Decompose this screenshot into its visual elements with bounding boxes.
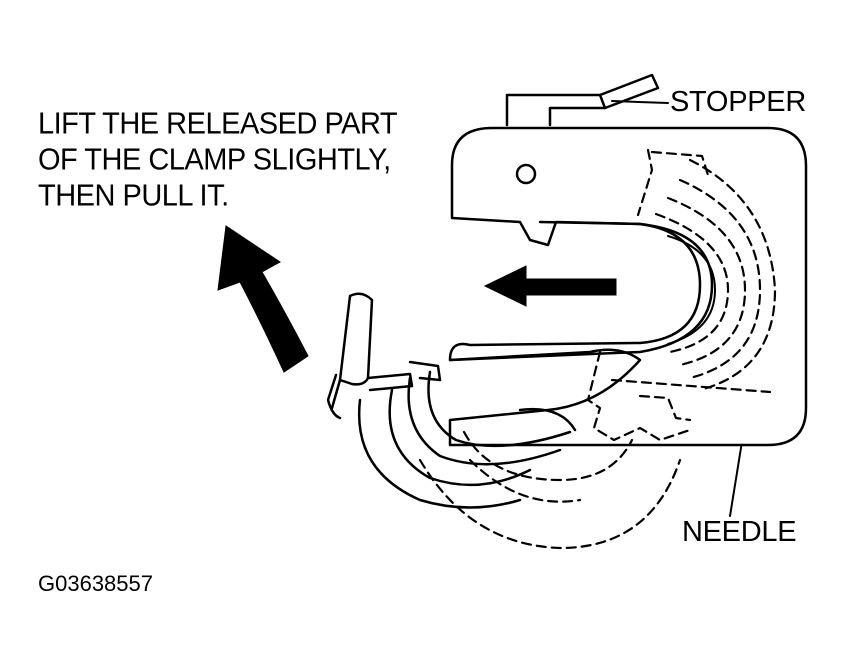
clamp-housing: [448, 126, 808, 447]
instruction-line-1: LIFT THE RELEASED PART: [38, 107, 398, 141]
stopper-tab: [505, 73, 660, 127]
lift-direction-arrow: [217, 225, 309, 373]
needle-label: NEEDLE: [682, 516, 797, 548]
clamp-rings: [326, 360, 577, 509]
instruction-line-3: THEN PULL IT.: [38, 179, 229, 214]
stopper-label: STOPPER: [670, 86, 806, 118]
pull-direction-arrow: [483, 265, 617, 307]
housing-hole: [515, 163, 537, 185]
needle-hidden-lines: [418, 148, 777, 550]
figure-id: G03638557: [38, 571, 153, 596]
instruction-text: LIFT THE RELEASED PART OF THE CLAMP SLIG…: [38, 106, 398, 214]
instruction-line-2: OF THE CLAMP SLIGHTLY,: [38, 143, 391, 178]
release-handle: [330, 292, 414, 410]
stopper-leader-line: [611, 100, 669, 104]
